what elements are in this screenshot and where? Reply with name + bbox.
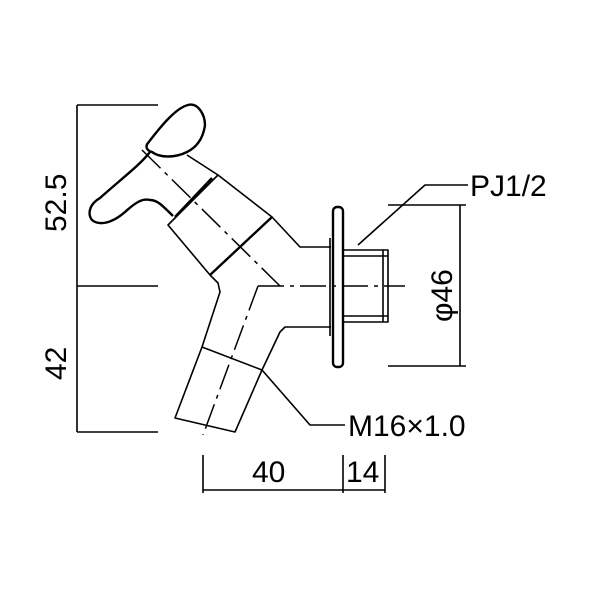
dim-height-upper: 52.5 — [40, 174, 73, 232]
handle — [145, 103, 207, 158]
center-lines — [141, 149, 405, 436]
thread-outlet-label: PJ1/2 — [470, 170, 547, 203]
dimension-lines — [76, 104, 468, 493]
dim-width-thread: 14 — [346, 456, 379, 489]
faucet-outline — [88, 103, 389, 433]
diameter-flange: φ46 — [426, 269, 459, 322]
thread-spout-label: M16×1.0 — [348, 410, 466, 443]
dim-height-lower: 42 — [40, 347, 73, 380]
dim-width-body: 40 — [252, 456, 285, 489]
